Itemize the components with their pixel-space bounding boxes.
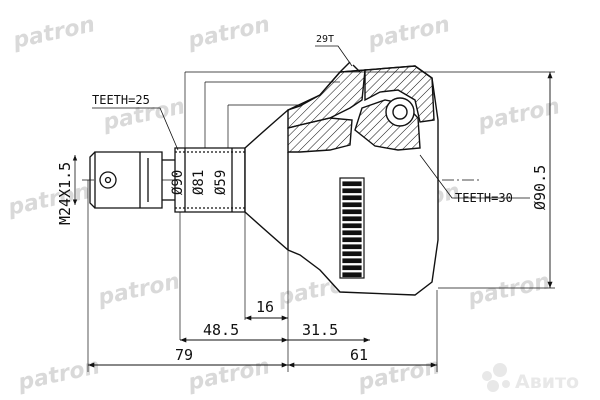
avito-logo: Авито	[482, 363, 579, 393]
cotter-pin-hole	[99, 171, 117, 189]
dimension-lines	[88, 72, 553, 368]
abs-tooth	[342, 188, 362, 194]
abs-ring	[339, 177, 365, 279]
label-teeth-abs: TEETH=30	[455, 191, 513, 205]
logo-dot-icon	[502, 380, 510, 388]
abs-tooth	[342, 258, 362, 264]
logo-dot-icon	[487, 380, 499, 392]
abs-tooth	[342, 244, 362, 250]
leader-teeth-25	[92, 107, 179, 151]
watermark-text: patron	[365, 12, 452, 54]
threaded-shaft	[89, 151, 175, 209]
dim-d59: Ø59	[213, 170, 229, 195]
dim-79: 79	[175, 346, 193, 364]
abs-tooth	[342, 195, 362, 201]
leader-lines	[72, 45, 530, 205]
dim-31-5: 31.5	[302, 321, 338, 339]
extension-lines	[87, 71, 555, 372]
abs-tooth	[342, 272, 362, 278]
leader-29t	[315, 45, 353, 67]
leader-teeth-30	[419, 154, 530, 199]
label-teeth-inner: TEETH=25	[92, 93, 150, 107]
label-ring-teeth: 29T	[316, 34, 334, 45]
watermark-text: patron	[5, 179, 92, 221]
watermark-text: patron	[475, 94, 562, 136]
spline-stub	[174, 147, 246, 213]
abs-tooth	[342, 181, 362, 187]
dim-d90: Ø90	[170, 170, 186, 195]
dim-d90-5: Ø90.5	[531, 165, 549, 210]
dim-48-5: 48.5	[203, 321, 239, 339]
dim-d81: Ø81	[191, 170, 207, 195]
annotations: 29T TEETH=25 TEETH=30 M24X1.5 Ø90 Ø81 Ø5…	[56, 34, 549, 364]
watermark-text: patron	[185, 12, 272, 54]
abs-tooth	[342, 216, 362, 222]
logo-dot-icon	[493, 363, 507, 377]
abs-tooth	[342, 237, 362, 243]
dim-61: 61	[350, 346, 368, 364]
logo-text: Авито	[515, 371, 579, 393]
abs-tooth	[342, 223, 362, 229]
watermark-text: patron	[355, 354, 442, 396]
abs-tooth	[342, 202, 362, 208]
watermark-text: patron	[95, 269, 182, 311]
watermark-text: patron	[465, 269, 552, 311]
abs-tooth	[342, 265, 362, 271]
abs-tooth	[342, 230, 362, 236]
dim-16: 16	[256, 298, 274, 316]
watermark-text: patron	[10, 12, 97, 54]
watermark-text: patron	[15, 354, 102, 396]
abs-tooth	[342, 209, 362, 215]
abs-tooth	[342, 251, 362, 257]
watermark-text: patron	[185, 354, 272, 396]
label-thread: M24X1.5	[56, 162, 74, 225]
ball-bearing	[385, 97, 415, 127]
logo-dot-icon	[482, 371, 492, 381]
